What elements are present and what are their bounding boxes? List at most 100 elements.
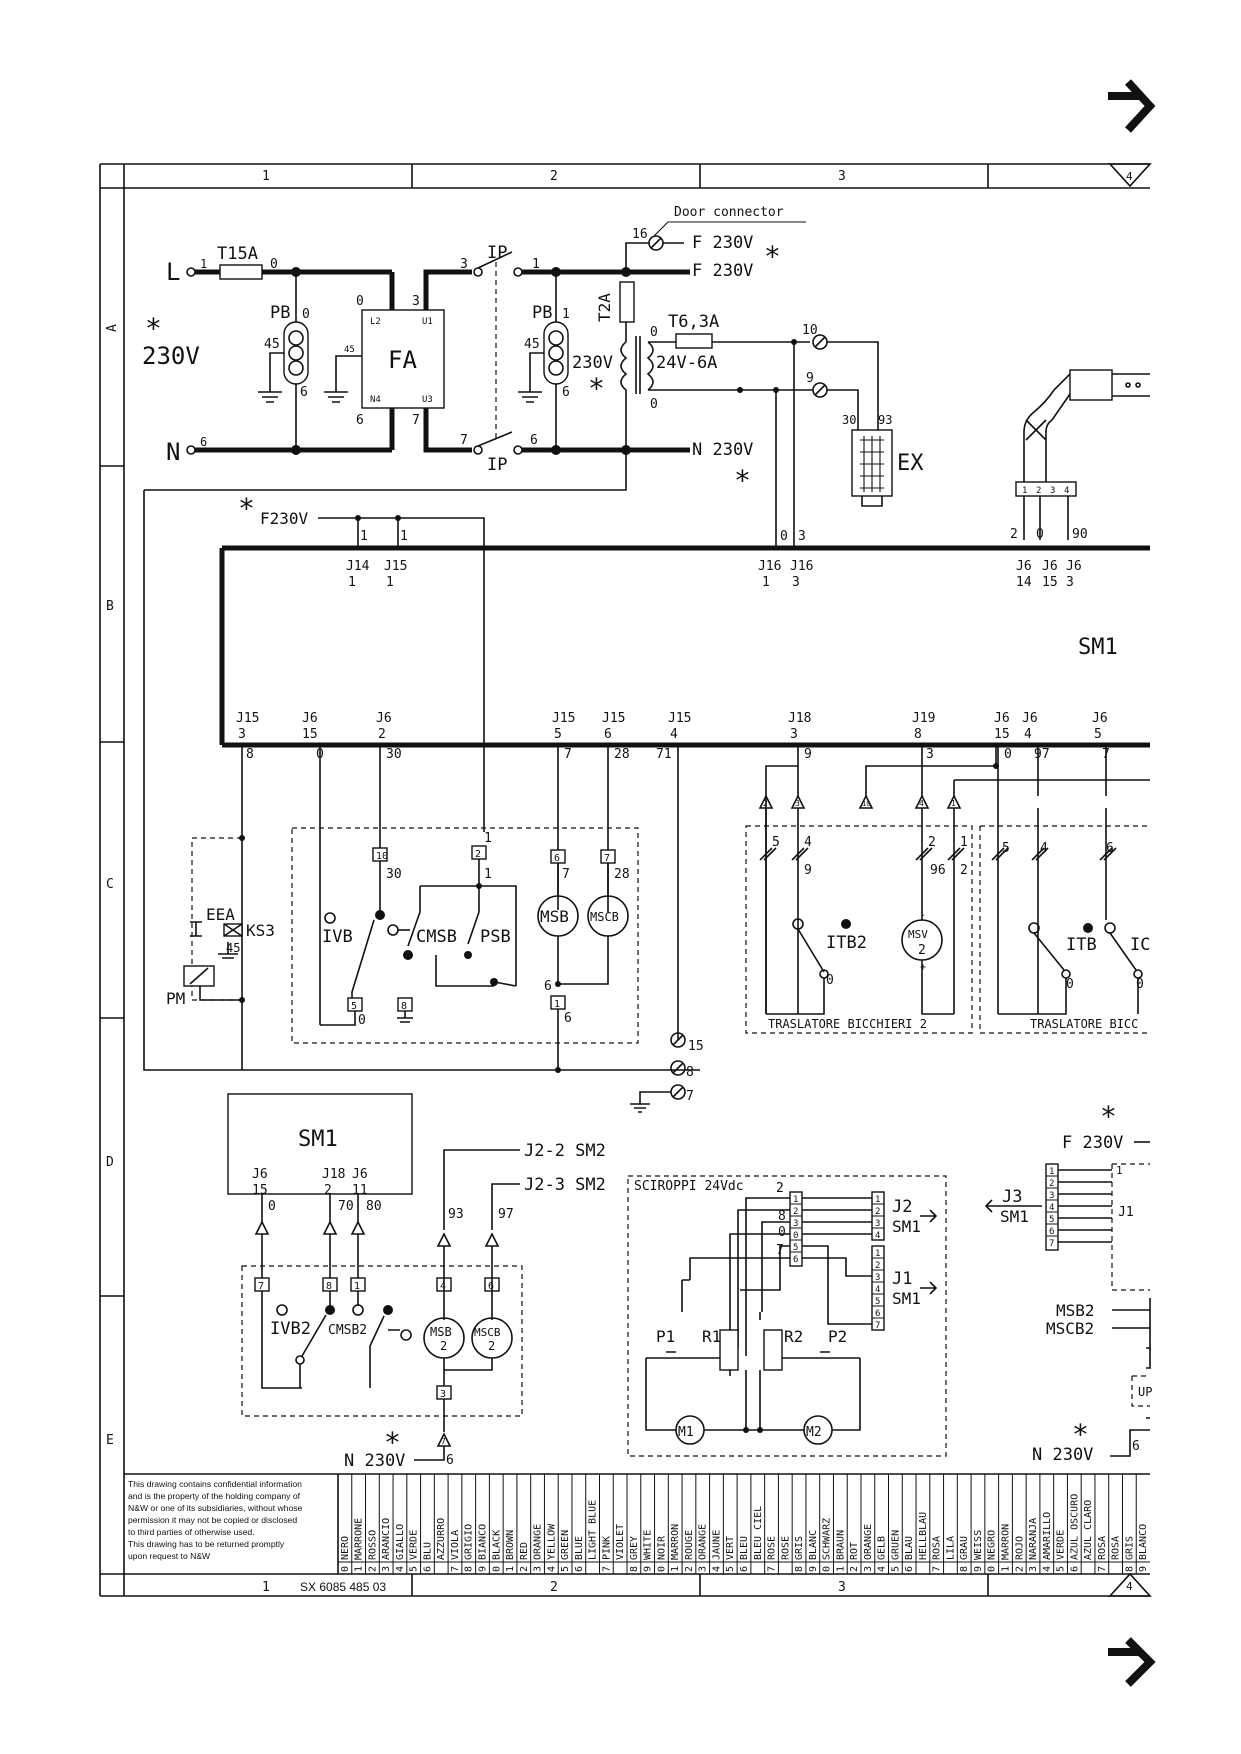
color-code-name: GREY bbox=[629, 1536, 640, 1560]
svg-text:15: 15 bbox=[688, 1039, 704, 1054]
svg-text:3: 3 bbox=[460, 257, 468, 272]
color-code-number: 2 bbox=[367, 1566, 378, 1572]
arrow-right-icon[interactable] bbox=[1108, 1637, 1156, 1687]
grid-row-e: E bbox=[106, 1433, 114, 1448]
svg-text:1: 1 bbox=[1022, 486, 1027, 496]
color-code-name: BRAUN bbox=[835, 1530, 846, 1560]
color-code-name: ROSE bbox=[767, 1536, 778, 1560]
star-icon: * bbox=[588, 372, 605, 405]
arrow-right-icon[interactable] bbox=[1108, 79, 1156, 133]
p1-label: P1 bbox=[656, 1327, 675, 1346]
color-code-number: 6 bbox=[904, 1566, 915, 1572]
color-code-number: 7 bbox=[601, 1566, 612, 1572]
msv-num: 2 bbox=[918, 943, 926, 958]
f230v-lower-right: F 230V bbox=[1062, 1133, 1123, 1153]
j1-sm1-label: SM1 bbox=[892, 1289, 921, 1308]
color-code-number: 4 bbox=[1042, 1566, 1053, 1572]
color-code-name: MARRON bbox=[1000, 1524, 1011, 1560]
svg-text:2: 2 bbox=[776, 1181, 784, 1196]
svg-text:30: 30 bbox=[386, 867, 402, 882]
pm-label: PM bbox=[166, 989, 185, 1008]
svg-text:7: 7 bbox=[875, 1321, 880, 1331]
color-code-name: GRAU bbox=[959, 1536, 970, 1560]
color-code-number: 0 bbox=[491, 1566, 502, 1572]
svg-text:4: 4 bbox=[1049, 1203, 1054, 1213]
svg-text:7: 7 bbox=[412, 413, 420, 428]
filter-label: FA bbox=[388, 346, 417, 374]
j16-a-label: J16 bbox=[758, 559, 781, 574]
grid-col-1: 1 bbox=[262, 169, 270, 184]
svg-text:0: 0 bbox=[650, 325, 658, 340]
color-code-number: 7 bbox=[450, 1566, 461, 1572]
svg-text:5: 5 bbox=[1049, 1215, 1054, 1225]
svg-text:4: 4 bbox=[1064, 486, 1069, 496]
color-code-name: ORANGE bbox=[698, 1524, 709, 1560]
color-code-name: GRIGIO bbox=[464, 1524, 475, 1560]
svg-text:7: 7 bbox=[686, 1089, 694, 1104]
svg-text:11: 11 bbox=[352, 1183, 368, 1198]
color-code-name: BROWN bbox=[505, 1530, 516, 1560]
svg-text:8: 8 bbox=[686, 1065, 694, 1080]
svg-text:5: 5 bbox=[793, 1243, 798, 1253]
m1-label: M1 bbox=[678, 1425, 694, 1440]
disclaimer-line-2: and is the property of the holding compa… bbox=[128, 1491, 301, 1501]
color-code-name: WEISS bbox=[973, 1530, 984, 1560]
svg-text:9: 9 bbox=[804, 863, 812, 878]
svg-text:0: 0 bbox=[1036, 527, 1044, 542]
translatore2-label: TRASLATORE BICCHIERI 2 bbox=[768, 1017, 927, 1031]
color-code-name: BLUE bbox=[574, 1536, 585, 1560]
svg-text:0: 0 bbox=[302, 307, 310, 322]
svg-text:4: 4 bbox=[1040, 841, 1048, 856]
color-code-name: BLACK bbox=[491, 1530, 502, 1560]
color-code-number: 4 bbox=[395, 1566, 406, 1572]
color-code-name: MARRONE bbox=[354, 1518, 365, 1560]
mscb2-circle-label: MSCB bbox=[474, 1326, 501, 1339]
svg-text:8: 8 bbox=[778, 1209, 786, 1224]
mscb2-circle-num: 2 bbox=[488, 1339, 495, 1353]
color-code-name: BLEU bbox=[739, 1536, 750, 1560]
svg-text:6: 6 bbox=[564, 1011, 572, 1026]
conn-j6r-15-label: J6 bbox=[994, 711, 1010, 726]
svg-text:3: 3 bbox=[875, 1219, 880, 1229]
grid-col-4-bottom: 4 bbox=[1126, 1580, 1133, 1593]
color-code-name: ARANCIO bbox=[381, 1518, 392, 1560]
svg-text:3: 3 bbox=[793, 1219, 798, 1229]
color-code-name: NERO bbox=[340, 1536, 351, 1560]
svg-text:3: 3 bbox=[926, 747, 934, 762]
grid-col-4: 4 bbox=[1126, 170, 1133, 183]
svg-text:10: 10 bbox=[376, 851, 388, 862]
conn-j6r-4-label: J6 bbox=[1022, 711, 1038, 726]
svg-text:J6: J6 bbox=[252, 1167, 268, 1182]
j6-a-label: J6 bbox=[1016, 559, 1032, 574]
svg-text:30: 30 bbox=[842, 413, 856, 427]
color-code-number: 5 bbox=[725, 1566, 736, 1572]
svg-text:6: 6 bbox=[530, 433, 538, 448]
svg-text:2: 2 bbox=[763, 799, 768, 808]
svg-text:3: 3 bbox=[875, 1273, 880, 1283]
ivb2-label: IVB2 bbox=[270, 1319, 311, 1339]
grid-col-3: 3 bbox=[838, 169, 846, 184]
grid-col-2-bottom: 2 bbox=[550, 1580, 558, 1595]
p2-label: P2 bbox=[828, 1327, 847, 1346]
fuse-t15a-label: T15A bbox=[217, 244, 258, 264]
color-code-name: PINK bbox=[601, 1536, 612, 1560]
j22-label: J2-2 SM2 bbox=[524, 1141, 606, 1161]
color-code-name: GRUEN bbox=[890, 1530, 901, 1560]
svg-text:3: 3 bbox=[1049, 1191, 1054, 1201]
svg-text:45: 45 bbox=[264, 337, 280, 352]
svg-text:7: 7 bbox=[562, 867, 570, 882]
grid-row-c: C bbox=[106, 877, 114, 892]
svg-text:5: 5 bbox=[351, 1001, 357, 1012]
conn-j6r-5-label: J6 bbox=[1092, 711, 1108, 726]
color-code-name: BLANCO bbox=[1138, 1524, 1149, 1560]
disclaimer-line-7: upon request to N&W bbox=[128, 1551, 211, 1561]
svg-text:10: 10 bbox=[802, 323, 818, 338]
svg-text:6: 6 bbox=[554, 853, 560, 864]
f230v-board: F230V bbox=[260, 509, 309, 528]
color-code-name: NOIR bbox=[656, 1535, 667, 1560]
color-code-number: 5 bbox=[560, 1566, 571, 1572]
svg-text:0: 0 bbox=[1004, 747, 1012, 762]
svg-text:6: 6 bbox=[488, 1281, 494, 1292]
color-code-name: GREEN bbox=[560, 1530, 571, 1560]
svg-text:7: 7 bbox=[441, 1437, 446, 1446]
